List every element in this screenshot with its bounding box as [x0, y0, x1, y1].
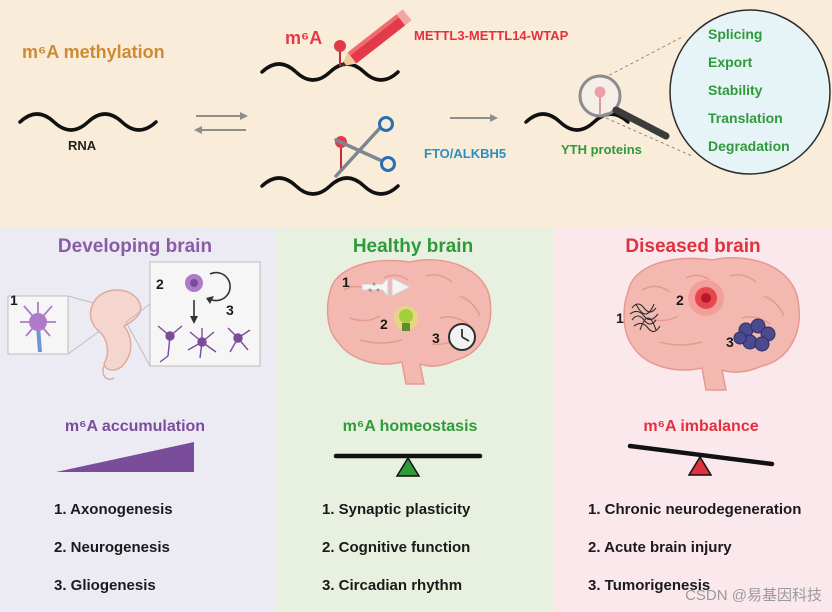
- demethylation-arrow-icon: [194, 126, 246, 134]
- healthy-level-label: m⁶A homeostasis: [342, 418, 478, 435]
- scissors-icon: [334, 116, 396, 178]
- stem-cell-icon: [185, 271, 231, 304]
- developing-item-3: 3. Gliogenesis: [54, 577, 156, 594]
- diseased-level-label: m⁶A imbalance: [643, 418, 759, 435]
- healthy-marker-2: 2: [380, 316, 388, 332]
- brain-injury-icon: [688, 280, 724, 316]
- healthy-item-1: 1. Synaptic plasticity: [322, 501, 471, 518]
- lightbulb-icon: [394, 306, 418, 331]
- healthy-item-2: 2. Cognitive function: [322, 539, 471, 556]
- synapse-icon: [361, 276, 412, 298]
- rna-methylated-wave-icon: [260, 62, 400, 82]
- developing-marker-3: 3: [226, 302, 234, 318]
- differentiation-arrow-icon: [190, 300, 198, 324]
- healthy-title: Healthy brain: [352, 236, 474, 257]
- m6a-label: m⁶A: [285, 28, 323, 48]
- developing-item-2: 2. Neurogenesis: [54, 539, 170, 556]
- developing-marker-1: 1: [10, 292, 18, 308]
- diseased-item-3: 3. Tumorigenesis: [588, 577, 711, 594]
- writer-label: METTL3-METTL14-WTAP: [414, 28, 569, 43]
- developing-level-label: m⁶A accumulation: [64, 418, 206, 435]
- diseased-item-1: 1. Chronic neurodegeneration: [588, 501, 802, 518]
- healthy-item-3: 3. Circadian rhythm: [322, 577, 463, 594]
- diseased-marker-3: 3: [726, 334, 734, 350]
- healthy-marker-3: 3: [432, 330, 440, 346]
- diseased-item-2: 2. Acute brain injury: [588, 539, 732, 556]
- developing-item-1: 1. Axonogenesis: [54, 501, 173, 518]
- developing-title: Developing brain: [57, 236, 213, 257]
- oligodendrocyte-icon: [227, 327, 251, 353]
- rna-read-wave-icon: [524, 112, 630, 132]
- developing-marker-2: 2: [156, 276, 164, 292]
- imbalance-balance-icon: [627, 443, 775, 476]
- methylation-arrow-icon: [196, 112, 248, 120]
- watermark: CSDN @易基因科技: [685, 587, 822, 604]
- clock-icon: [448, 323, 476, 351]
- neurogenesis-inset-box: [149, 261, 261, 367]
- healthy-marker-1: 1: [342, 274, 350, 290]
- function-splicing: Splicing: [708, 26, 763, 42]
- rna-wave-icon: [18, 112, 158, 132]
- rna-demethylated-wave-icon: [260, 176, 400, 196]
- pencil-icon: [340, 9, 412, 67]
- tumor-icon: [733, 318, 776, 352]
- m6a-mark-icon: [334, 40, 346, 66]
- magnifier-icon: [578, 74, 670, 140]
- astrocyte-icon: [187, 328, 217, 359]
- accumulation-wedge: [56, 442, 194, 472]
- function-translation: Translation: [708, 110, 783, 126]
- diseased-brain-icon: [623, 257, 800, 391]
- neurodegeneration-tangle-icon: [629, 303, 661, 333]
- homeostasis-balance-icon: [333, 453, 483, 477]
- function-export: Export: [708, 54, 753, 70]
- reader-arrow-icon: [450, 114, 498, 122]
- neuron-cell-icon: [157, 325, 183, 363]
- diseased-title: Diseased brain: [625, 236, 761, 257]
- methylation-title: m⁶A methylation: [22, 42, 165, 62]
- eraser-label: FTO/ALKBH5: [424, 146, 507, 161]
- reader-label: YTH proteins: [561, 142, 642, 157]
- function-bubble: [669, 9, 831, 175]
- diseased-marker-1: 1: [616, 310, 624, 326]
- diseased-marker-2: 2: [676, 292, 684, 308]
- neuron-growth-icon: [20, 302, 56, 353]
- embryonic-brain-icon: [89, 289, 142, 380]
- function-degradation: Degradation: [708, 138, 790, 154]
- rna-label: RNA: [68, 138, 97, 153]
- function-stability: Stability: [708, 82, 763, 98]
